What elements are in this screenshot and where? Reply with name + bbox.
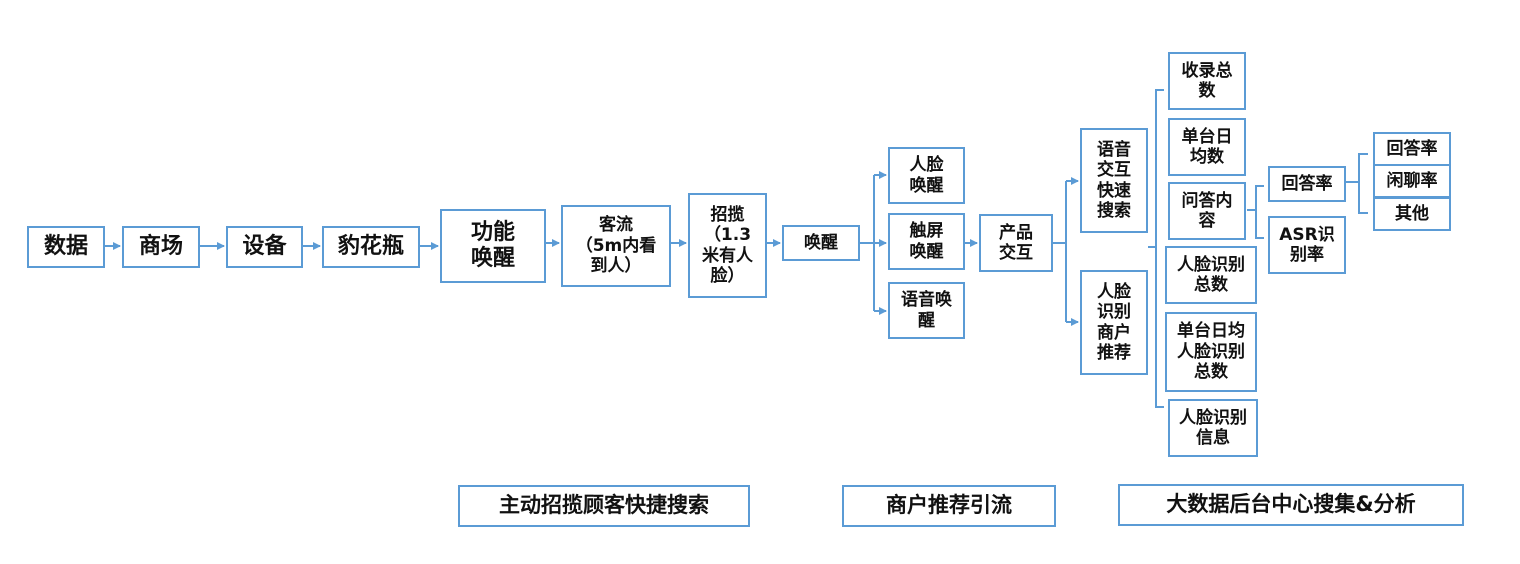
node-data: 数据 xyxy=(27,226,105,268)
node-qa-content: 问答内 容 xyxy=(1168,182,1246,240)
node-daily-average: 单台日 均数 xyxy=(1168,118,1246,176)
caption-big-data-center: 大数据后台中心搜集&分析 xyxy=(1118,484,1464,526)
node-chat-rate: 闲聊率 xyxy=(1373,164,1451,198)
node-product-interaction: 产品 交互 xyxy=(979,214,1053,272)
stats-bracket xyxy=(1155,89,1164,408)
node-device: 设备 xyxy=(226,226,303,268)
node-solicit: 招揽 （1.3 米有人 脸） xyxy=(688,193,767,298)
node-asr-rate: ASR识 别率 xyxy=(1268,216,1346,274)
node-total-records: 收录总 数 xyxy=(1168,52,1246,110)
node-bottle: 豹花瓶 xyxy=(322,226,420,268)
caption-merchant-recommend: 商户推荐引流 xyxy=(842,485,1056,527)
node-mall: 商场 xyxy=(122,226,200,268)
caption-active-solicit: 主动招揽顾客快捷搜索 xyxy=(458,485,750,527)
answer-bracket xyxy=(1358,153,1368,214)
node-voice-wake: 语音唤 醒 xyxy=(888,282,965,339)
qa-bracket xyxy=(1255,185,1264,239)
node-voice-search: 语音 交互 快速 搜索 xyxy=(1080,128,1148,233)
node-answer-rate: 回答率 xyxy=(1268,166,1346,202)
node-touch-wake: 触屏 唤醒 xyxy=(888,213,965,270)
node-face-total: 人脸识别 总数 xyxy=(1165,246,1257,304)
node-function-wake: 功能 唤醒 xyxy=(440,209,546,283)
node-face-info: 人脸识别 信息 xyxy=(1168,399,1258,457)
node-face-wake: 人脸 唤醒 xyxy=(888,147,965,204)
node-face-recommend: 人脸 识别 商户 推荐 xyxy=(1080,270,1148,375)
node-wake: 唤醒 xyxy=(782,225,860,261)
node-answer-rate-detail: 回答率 xyxy=(1373,132,1451,166)
node-daily-face-total: 单台日均 人脸识别 总数 xyxy=(1165,312,1257,392)
node-other: 其他 xyxy=(1373,197,1451,231)
node-customer-traffic: 客流 （5m内看 到人） xyxy=(561,205,671,287)
